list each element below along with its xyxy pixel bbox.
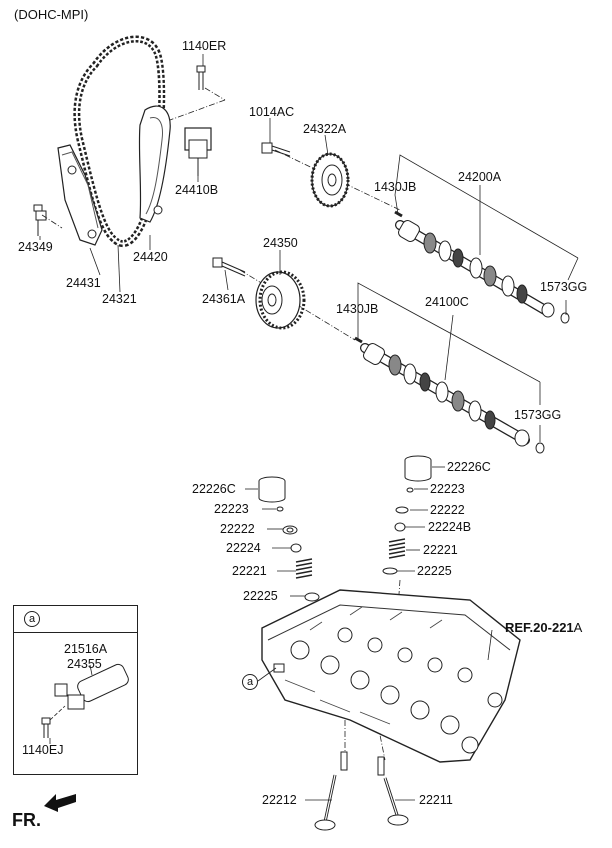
part-label-24361A: 24361A <box>202 292 246 306</box>
part-label-22224B: 22224B <box>428 520 472 534</box>
callout-brackets <box>357 154 579 405</box>
part-label-24410B: 24410B <box>175 183 219 197</box>
oil-control-valve <box>41 663 129 744</box>
part-label-22223-left: 22223 <box>214 502 249 516</box>
camshaft-24100C <box>354 336 545 454</box>
cylinder-head-assembly <box>261 589 521 763</box>
part-label-22222-right: 22222 <box>430 503 465 517</box>
inset-marker: a <box>24 611 40 627</box>
front-direction-arrow-icon <box>44 794 76 812</box>
engine-type-title: (DOHC-MPI) <box>14 7 89 22</box>
valve-springs <box>295 538 406 579</box>
bolt-24361A <box>212 257 246 277</box>
part-label-1140ER: 1140ER <box>182 39 227 53</box>
part-label-1573GG-top: 1573GG <box>540 280 588 294</box>
cvvt-sprocket-24350 <box>255 270 306 330</box>
detail-inset: a <box>13 605 138 775</box>
valve-22212 <box>305 751 348 831</box>
chain-tensioner-arm-24420 <box>138 105 171 223</box>
part-label-22226C-right: 22226C <box>447 460 491 474</box>
part-label-22224: 22224 <box>226 541 261 555</box>
part-label-1430JB-bottom: 1430JB <box>336 302 379 316</box>
part-label-21516A: 21516A <box>64 642 108 656</box>
bolt-1140ER <box>196 65 206 90</box>
bolt-1014AC <box>261 142 291 157</box>
part-label-24420: 24420 <box>133 250 168 264</box>
part-label-1430JB-top: 1430JB <box>374 180 417 194</box>
callout-a-marker: a <box>242 674 258 690</box>
part-label-1014AC: 1014AC <box>249 105 295 119</box>
front-label: FR. <box>12 810 41 830</box>
part-label-1573GG-bottom: 1573GG <box>514 408 562 422</box>
cam-sprocket-24322A <box>310 152 350 208</box>
part-label-24349: 24349 <box>18 240 53 254</box>
tappet-22226C-left <box>258 476 286 503</box>
part-label-24355: 24355 <box>67 657 102 671</box>
reference-suffix: A <box>573 620 583 635</box>
part-label-22223-right: 22223 <box>430 482 465 496</box>
part-label-22211: 22211 <box>419 793 453 807</box>
valve-22211 <box>377 756 415 826</box>
reference-main: REF.20-221 <box>505 620 574 635</box>
small-parts <box>276 487 414 602</box>
part-label-22221-right: 22221 <box>423 543 458 557</box>
valve-leader-lines <box>245 466 445 597</box>
part-label-22226C-left: 22226C <box>192 482 236 496</box>
tappet-22226C-right <box>404 455 432 482</box>
part-label-24431: 24431 <box>66 276 101 290</box>
tensioner-24410B <box>184 127 212 176</box>
part-label-24322A: 24322A <box>303 122 347 136</box>
part-label-22225-left: 22225 <box>243 589 278 603</box>
reference-label: REF.20-221A <box>505 620 582 635</box>
timing-chain <box>73 35 166 248</box>
leader-lines <box>39 54 567 442</box>
chain-guide-24431 <box>57 144 103 246</box>
part-label-22225-right: 22225 <box>417 564 452 578</box>
part-label-24350: 24350 <box>263 236 298 250</box>
ref-leader <box>487 629 493 661</box>
part-label-24200A: 24200A <box>458 170 502 184</box>
bolt-24349 <box>33 204 47 236</box>
part-label-1140EJ: 1140EJ <box>22 743 64 757</box>
camshaft-24200A <box>394 210 570 324</box>
part-label-24100C: 24100C <box>425 295 469 309</box>
part-label-22212: 22212 <box>262 793 297 807</box>
part-label-22222-left: 22222 <box>220 522 255 536</box>
callout-a-leader <box>257 667 277 682</box>
part-label-22221-left: 22221 <box>232 564 267 578</box>
inset-header: a <box>14 606 137 633</box>
part-label-24321: 24321 <box>102 292 137 306</box>
